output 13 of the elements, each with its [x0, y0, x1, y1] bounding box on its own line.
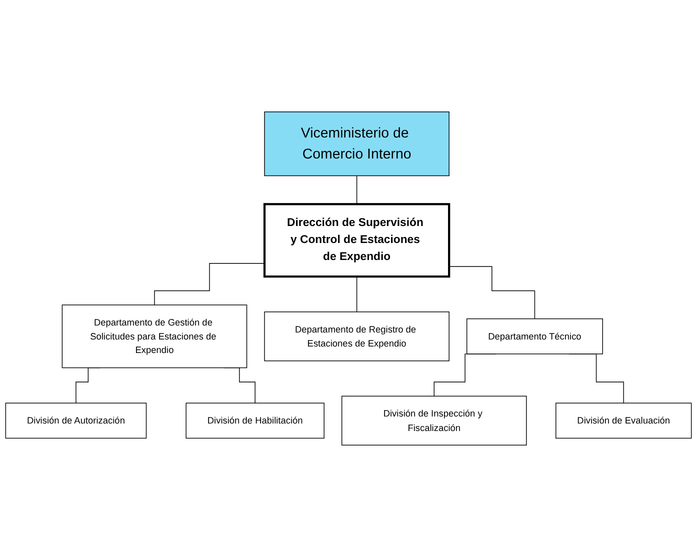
node-box: División de Inspección y Fiscalización: [341, 396, 527, 446]
node-box: Departamento de Registro de Estaciones de Expendio: [264, 312, 450, 362]
node-box: División de Evaluación: [556, 402, 692, 439]
node-box: División de Habilitación: [186, 402, 324, 439]
connector: [356, 175, 358, 204]
node-box: Viceministerio de Comercio Interno: [264, 112, 450, 176]
node-box: Departamento de Gestión de Solicitudes para Estaciones de Expendio: [62, 304, 248, 368]
node-box: División de Autorización: [5, 402, 147, 439]
connector: [154, 262, 265, 306]
node-box: Dirección de Supervisión y Control de Estaciones de Expendio: [263, 203, 450, 278]
connector: [356, 276, 358, 312]
node-box: Departamento Técnico: [466, 318, 603, 354]
connector: [448, 266, 536, 320]
